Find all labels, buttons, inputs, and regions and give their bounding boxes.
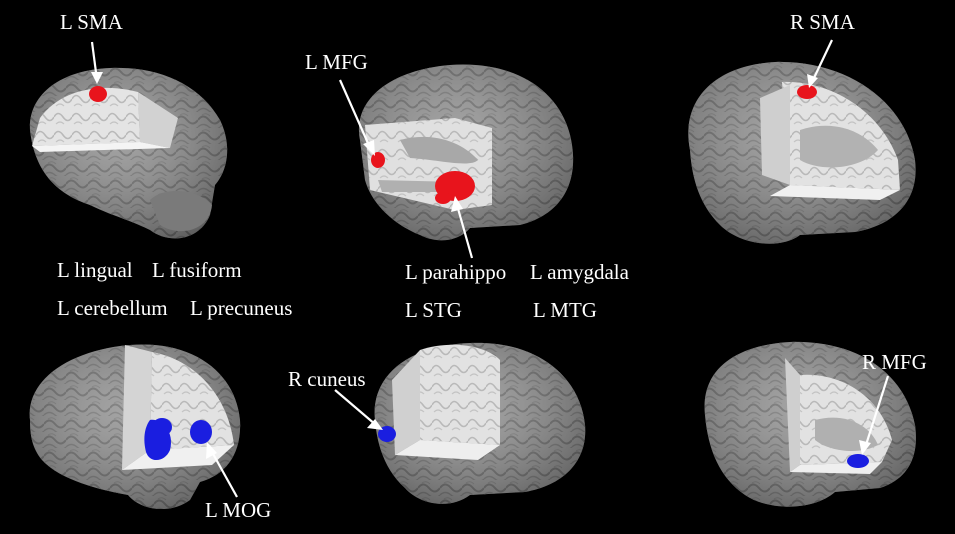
label-l-mtg: L MTG	[533, 298, 597, 322]
activation-r-mfg	[847, 454, 869, 468]
activation-l-sma	[89, 86, 107, 102]
label-r-sma: R SMA	[790, 10, 855, 34]
brain-bottom-middle	[374, 342, 586, 504]
brain-top-right	[688, 61, 916, 244]
label-r-cuneus: R cuneus	[288, 367, 366, 391]
label-l-precuneus: L precuneus	[190, 296, 293, 320]
label-l-fusiform: L fusiform	[152, 258, 242, 282]
label-l-amygdala: L amygdala	[530, 260, 629, 284]
label-l-parahippo: L parahippo	[405, 260, 507, 284]
activation-r-cuneus	[378, 426, 396, 442]
activation-l-mfg	[371, 152, 385, 168]
brain-top-left	[29, 67, 228, 239]
label-l-mog: L MOG	[205, 498, 272, 522]
activation-l-mog	[190, 420, 212, 444]
label-l-stg: L STG	[405, 298, 462, 322]
brain-bottom-left	[29, 344, 241, 510]
label-l-cerebellum: L cerebellum	[57, 296, 168, 320]
label-l-sma: L SMA	[60, 10, 123, 34]
brain-bottom-right	[704, 341, 916, 507]
activation-r-sma	[797, 85, 817, 99]
label-l-mfg: L MFG	[305, 50, 368, 74]
label-l-lingual: L lingual	[57, 258, 133, 282]
label-r-mfg: R MFG	[862, 350, 927, 374]
leader-lines	[90, 39, 890, 498]
brain-top-middle	[358, 64, 574, 241]
